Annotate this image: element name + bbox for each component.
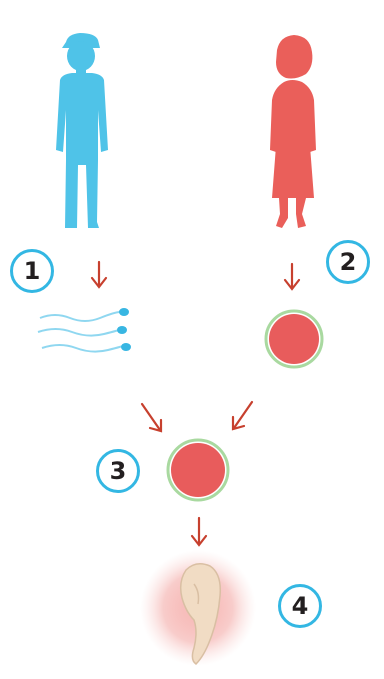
- male-figure-icon: [56, 33, 108, 228]
- arrow-icon: [233, 402, 252, 429]
- arrow-icon: [92, 262, 106, 287]
- step-badge-1: 1: [10, 249, 54, 293]
- female-figure-icon: [270, 35, 316, 228]
- arrow-icon: [285, 264, 299, 289]
- zygote-icon: [168, 440, 228, 500]
- arrow-icon: [192, 518, 206, 545]
- egg-icon: [266, 311, 322, 367]
- step-badge-2: 2: [326, 240, 370, 284]
- step-badge-3: 3: [96, 449, 140, 493]
- arrow-icon: [142, 404, 161, 431]
- embryo-icon: [140, 550, 256, 666]
- step-badge-4: 4: [278, 584, 322, 628]
- sperm-icon: [38, 308, 131, 352]
